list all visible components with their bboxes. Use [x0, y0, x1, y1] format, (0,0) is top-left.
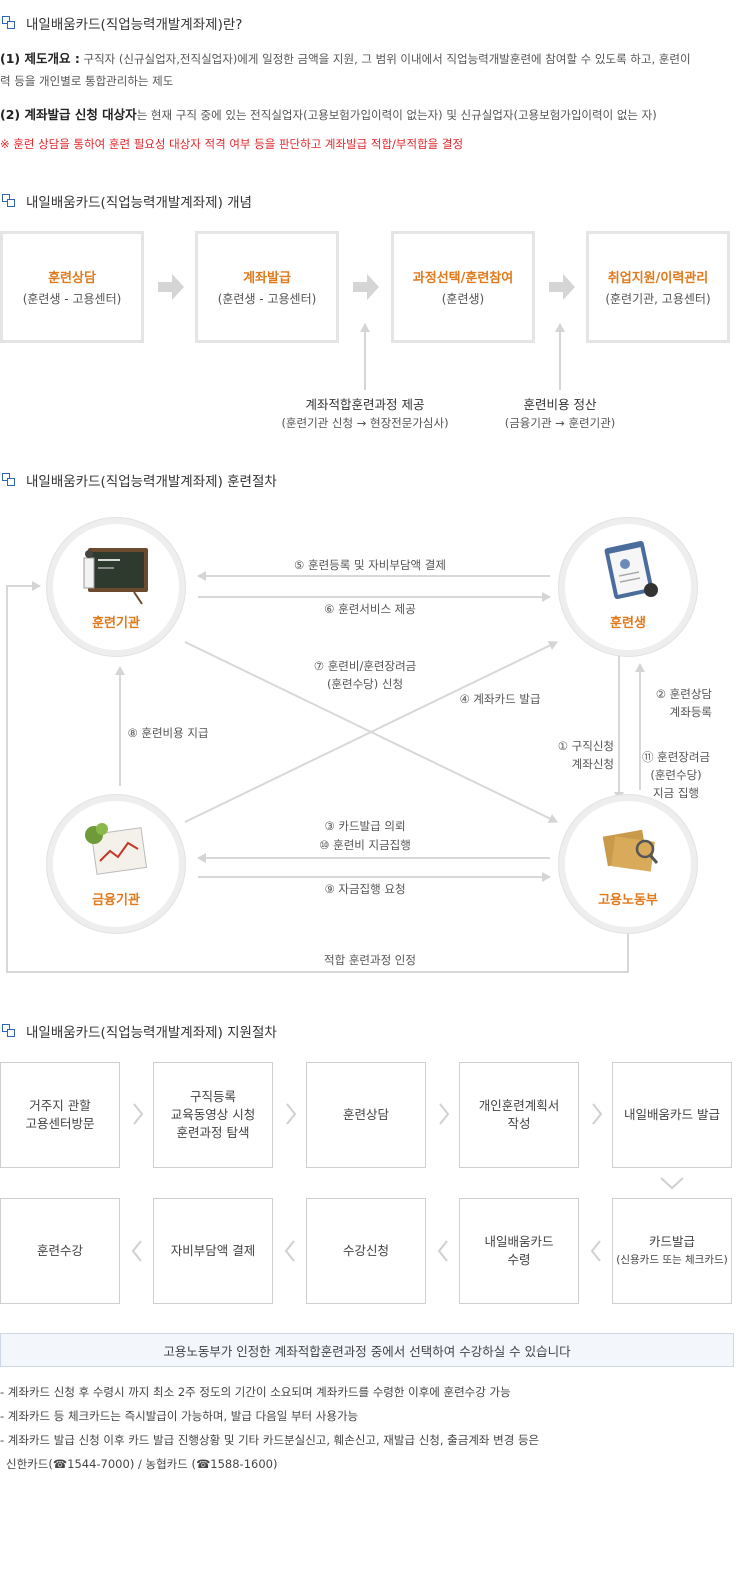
section-square-icon	[2, 194, 16, 208]
block-arrow-icon	[158, 274, 575, 300]
flow-label-5: ⑤ 훈련등록 및 자비부담액 결제	[294, 558, 446, 572]
flow-label-10: ⑩ 훈련비 지금집행	[319, 838, 411, 852]
overview-paragraph: (1) 제도개요 : 구직자 (신규실업자,전직실업자)에게 일정한 금액을 지…	[0, 51, 691, 88]
section-title-support: 내일배움카드(직업능력개발계좌제) 지원절차	[0, 1021, 277, 1041]
step-attend-training: 훈련수강	[0, 1198, 120, 1304]
flow-label-3: ③ 카드발급 의뢰	[324, 819, 406, 833]
flow-label-bottom: 적합 훈련과정 인정	[324, 953, 416, 967]
step-self-payment: 자비부담액 결제	[153, 1198, 273, 1304]
step-job-registration: 구직등록 교육동영상 시청 훈련과정 탐색	[153, 1062, 273, 1168]
concept-box-employment: 취업지원/이력관리 (훈련기관, 고용센터)	[586, 231, 730, 343]
concept-note-course-provide: 계좌적합훈련과정 제공 (훈련기관 신청 → 현장전문가심사)	[281, 397, 449, 430]
step-visit-center: 거주지 관할 고용센터방문	[0, 1062, 120, 1168]
concept-box-account: 계좌발급 (훈련생 - 고용센터)	[195, 231, 339, 343]
note-line-3: - 계좌카드 발급 신청 이후 카드 발급 진행상황 및 기타 카드분실신고, …	[0, 1433, 540, 1447]
flow-label-7: ⑦ 훈련비/훈련장려금 (훈련수당) 신청	[313, 659, 417, 691]
envelope-magnifier-icon	[602, 829, 659, 872]
eligibility-paragraph: (2) 계좌발급 신청 대상자는 현재 구직 중에 있는 전직실업자(고용보험가…	[0, 107, 657, 122]
note-line-1: - 계좌카드 신청 후 수령시 까지 최소 2주 정도의 기간이 소요되며 계좌…	[0, 1385, 511, 1399]
node-ministry: 고용노동부	[559, 795, 697, 933]
card-contact-text: 신한카드(☎1544-7000) / 농협카드 (☎1588-1600)	[6, 1457, 278, 1471]
node-training-institution: 훈련기관	[47, 518, 185, 656]
chart-document-icon	[85, 823, 148, 875]
warning-text: ※ 훈련 상담을 통하여 훈련 필요성 대상자 적격 여부 등을 판단하고 계좌…	[0, 137, 464, 151]
section-square-icon	[2, 1024, 16, 1038]
section-title-text: 내일배움카드(직업능력개발계좌제) 개념	[26, 195, 252, 211]
concept-box-course: 과정선택/훈련참여 (훈련생)	[391, 231, 535, 343]
flow-label-1: ① 구직신청 계좌신청	[557, 739, 614, 771]
step-training-plan: 개인훈련계획서 작성	[459, 1062, 579, 1168]
flow-label-6: ⑥ 훈련서비스 제공	[324, 602, 416, 616]
node-trainee: 훈련생	[559, 518, 697, 656]
section-title-text: 내일배움카드(직업능력개발계좌제)란?	[26, 17, 243, 33]
section-title-text: 내일배움카드(직업능력개발계좌제) 훈련절차	[26, 474, 277, 490]
concept-box-counsel: 훈련상담 (훈련생 - 고용센터)	[0, 231, 144, 343]
step-card-issue: 내일배움카드 발급	[612, 1062, 732, 1168]
concept-note-settlement: 훈련비용 정산 (금융기관 → 훈련기관)	[504, 397, 616, 430]
step-enrollment: 수강신청	[306, 1198, 426, 1304]
notice-banner: 고용노동부가 인정한 계좌적합훈련과정 중에서 선택하여 수강하실 수 있습니다	[0, 1333, 734, 1367]
section-title-text: 내일배움카드(직업능력개발계좌제) 지원절차	[26, 1025, 277, 1041]
blackboard-icon	[83, 548, 148, 605]
step-card-issuance: 카드발급 (신용카드 또는 체크카드)	[612, 1198, 732, 1304]
step-card-receive: 내일배움카드 수령	[459, 1198, 579, 1304]
section-square-icon	[2, 473, 16, 487]
section-title-procedure: 내일배움카드(직업능력개발계좌제) 훈련절차	[0, 470, 277, 490]
node-financial-institution: 금융기관	[47, 795, 185, 933]
section-title-concept: 내일배움카드(직업능력개발계좌제) 개념	[0, 191, 252, 211]
flow-label-2: ② 훈련상담 계좌등록	[655, 687, 712, 719]
section-title-intro: 내일배움카드(직업능력개발계좌제)란?	[0, 13, 242, 33]
flow-label-8: ⑧ 훈련비용 지급	[127, 726, 209, 740]
flow-label-9: ⑨ 자금집행 요청	[324, 882, 406, 896]
note-line-2: - 계좌카드 등 체크카드는 즉시발급이 가능하며, 발급 다음일 부터 사용가…	[0, 1409, 359, 1423]
clipboard-icon	[604, 540, 658, 600]
flow-label-4: ④ 계좌카드 발급	[459, 692, 541, 706]
step-counseling: 훈련상담	[306, 1062, 426, 1168]
flow-label-11: ⑪ 훈련장려금 (훈련수당) 지금 집행	[641, 750, 711, 800]
section-square-icon	[2, 16, 16, 30]
